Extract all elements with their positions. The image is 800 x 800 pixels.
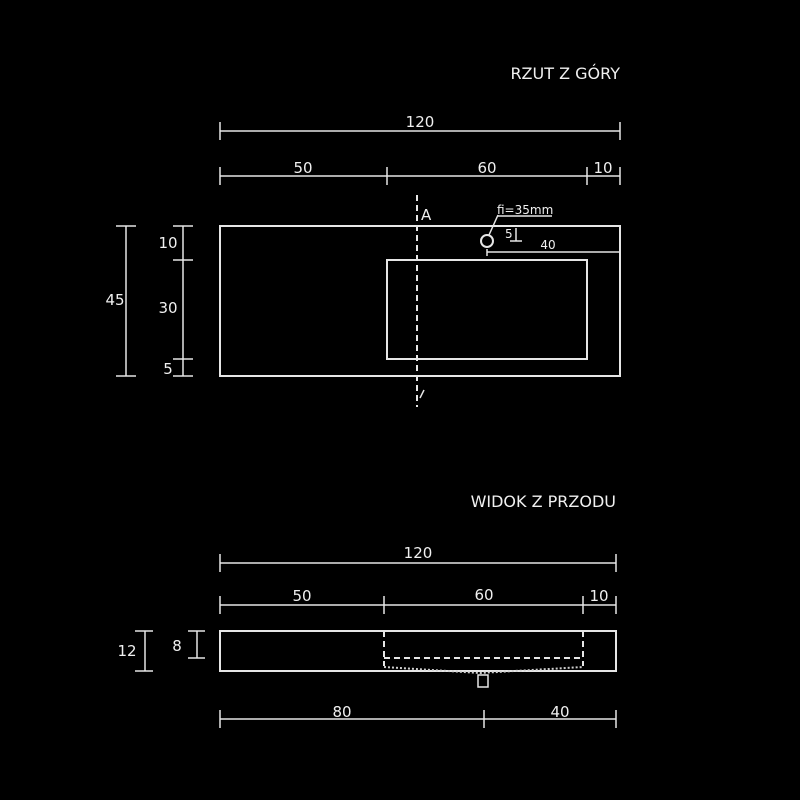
- basin-hidden-line: [383, 631, 584, 666]
- svg-text:fi=35mm: fi=35mm: [497, 203, 553, 217]
- svg-text:8: 8: [172, 637, 182, 655]
- countertop-front-outline: [219, 630, 617, 672]
- dim-overall-width: 120: [219, 113, 621, 140]
- svg-text:5: 5: [163, 360, 173, 378]
- svg-text:80: 80: [332, 703, 351, 721]
- svg-text:10: 10: [593, 159, 612, 177]
- dim-sub-widths: 50 60 10: [219, 159, 621, 185]
- dim-heights: 12 8: [117, 630, 205, 672]
- svg-text:120: 120: [406, 113, 435, 131]
- svg-text:60: 60: [477, 159, 496, 177]
- front-view: WIDOK Z PRZODU 120 50 60 10 12 8: [117, 492, 617, 728]
- svg-text:30: 30: [158, 299, 177, 317]
- dim-depth: 45 10 30 5: [105, 225, 193, 378]
- drain-icon: [477, 674, 489, 688]
- svg-text:10: 10: [158, 234, 177, 252]
- svg-text:40: 40: [540, 238, 555, 252]
- tap-hole: fi=35mm 5 40: [480, 203, 620, 256]
- svg-text:120: 120: [404, 544, 433, 562]
- dim-bottom: 80 40: [219, 703, 617, 728]
- svg-text:10: 10: [589, 587, 608, 605]
- svg-text:12: 12: [117, 642, 136, 660]
- countertop-outline: [219, 225, 621, 377]
- svg-text:60: 60: [474, 586, 493, 604]
- svg-text:40: 40: [550, 703, 569, 721]
- svg-text:45: 45: [105, 291, 124, 309]
- basin-outline: [386, 259, 588, 360]
- dim-front-sub-widths: 50 60 10: [219, 586, 617, 614]
- svg-text:5: 5: [505, 227, 513, 241]
- section-label: A: [421, 206, 432, 224]
- dim-front-overall-width: 120: [219, 544, 617, 572]
- tap-hole-icon: [480, 234, 494, 248]
- svg-text:50: 50: [293, 159, 312, 177]
- top-view: RZUT Z GÓRY 120 50 60 10 45: [105, 64, 621, 407]
- front-view-title: WIDOK Z PRZODU: [471, 492, 616, 511]
- svg-text:50: 50: [292, 587, 311, 605]
- top-view-title: RZUT Z GÓRY: [510, 64, 620, 83]
